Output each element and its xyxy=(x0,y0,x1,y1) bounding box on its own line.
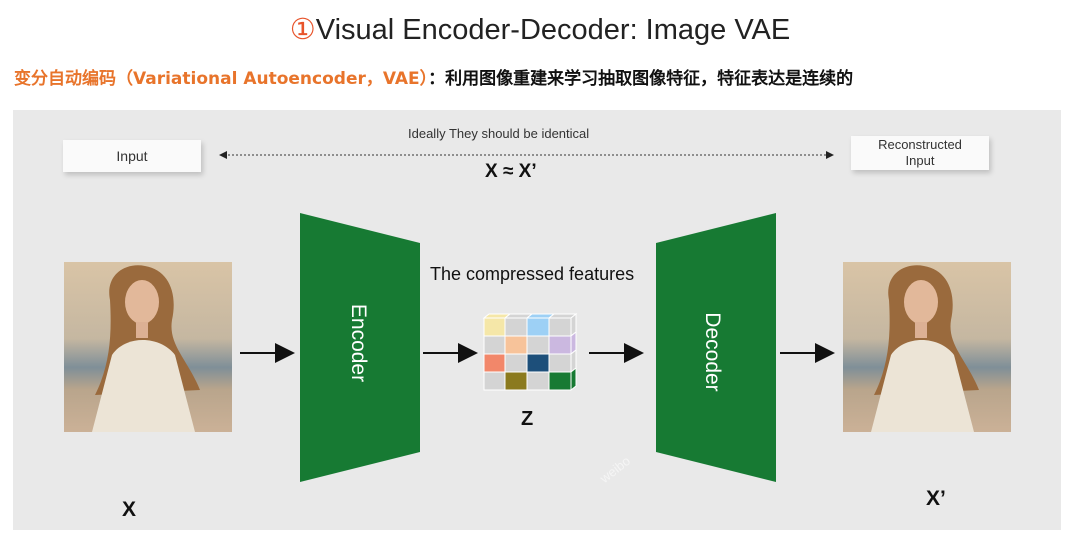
title-number: ① xyxy=(289,14,316,46)
page-title: ①Visual Encoder-Decoder: Image VAE xyxy=(0,12,1080,47)
x-label: X xyxy=(122,498,137,521)
compressed-features-label: The compressed features xyxy=(430,264,635,284)
input-label: Input xyxy=(116,148,148,164)
feature-cube xyxy=(482,312,578,392)
reconstructed-label-line2: Input xyxy=(905,153,935,168)
x-prime-label: X’ xyxy=(926,487,946,510)
input-label-box: Input xyxy=(63,140,201,172)
subtitle-highlight: 变分自动编码（Variational Autoencoder，VAE） xyxy=(14,69,429,89)
approx-equation: X ≈ X’ xyxy=(485,161,537,182)
encoder-label: Encoder xyxy=(347,304,370,382)
decoder-block xyxy=(656,213,776,482)
title-text: Visual Encoder-Decoder: Image VAE xyxy=(315,14,791,46)
reconstructed-label-box: Reconstructed Input xyxy=(851,136,989,170)
z-label: Z xyxy=(521,408,534,430)
input-photo xyxy=(64,262,232,432)
decoder-label: Decoder xyxy=(701,312,724,391)
ideal-text: Ideally They should be identical xyxy=(408,126,590,141)
subtitle-rest: ：利用图像重建来学习抽取图像特征，特征表达是连续的 xyxy=(428,69,854,89)
output-photo xyxy=(843,262,1011,432)
subtitle: 变分自动编码（Variational Autoencoder，VAE）：利用图像… xyxy=(14,64,853,89)
reconstructed-label-line1: Reconstructed xyxy=(878,137,962,152)
encoder-block xyxy=(300,213,420,482)
